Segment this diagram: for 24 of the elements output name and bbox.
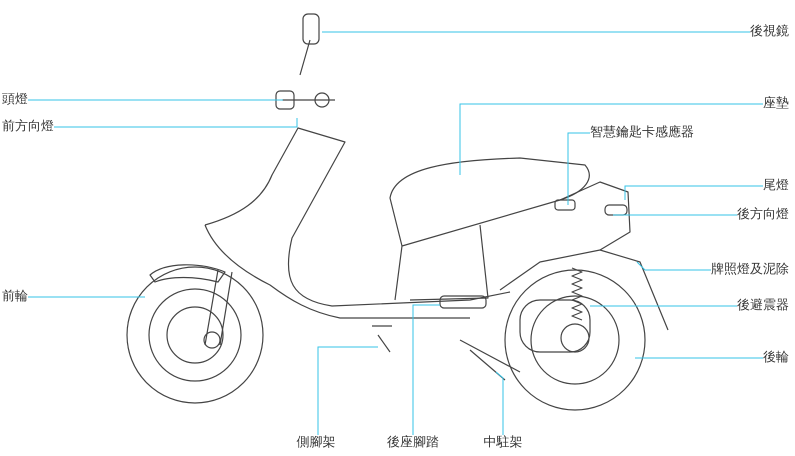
leader-line [318,346,378,436]
leader-line [412,304,440,436]
part-label: 後避震器 [737,298,789,314]
part-label: 後輪 [763,350,789,366]
part-label: 側腳架 [296,435,336,451]
part-label: 頭燈 [2,92,28,108]
leader-line [460,104,764,176]
leader-line [624,186,764,200]
leader-line [496,372,504,436]
part-label: 尾燈 [763,178,789,194]
part-label: 前輪 [2,289,28,305]
leader-line [636,262,712,270]
leader-line [568,132,590,206]
leader-line [54,118,298,128]
part-label: 前方向燈 [2,119,54,135]
leader-line [612,214,738,216]
part-label: 智慧鑰匙卡感應器 [590,125,694,141]
part-label: 牌照燈及泥除 [711,262,789,278]
part-label: 座墊 [763,96,789,112]
part-label: 後方向燈 [737,207,789,223]
part-label: 後視鏡 [750,24,789,40]
leader-line [28,296,146,298]
part-label: 中駐架 [484,435,522,451]
part-label: 後座腳踏 [387,435,439,451]
